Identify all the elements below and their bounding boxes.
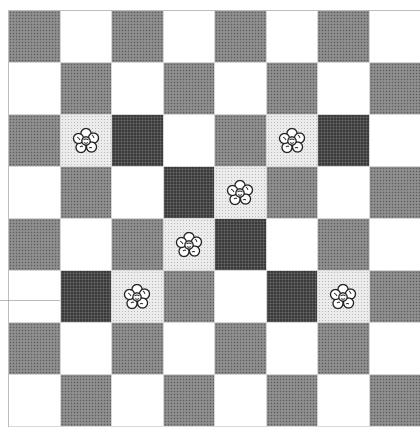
- board-square[interactable]: [112, 323, 164, 375]
- board-square[interactable]: [267, 323, 319, 375]
- board-square[interactable]: [215, 11, 267, 63]
- board-square[interactable]: [318, 167, 370, 219]
- board-square[interactable]: [370, 167, 420, 219]
- board-square[interactable]: [215, 115, 267, 167]
- board-square[interactable]: [9, 63, 61, 115]
- board-square[interactable]: [215, 271, 267, 323]
- board-square[interactable]: [9, 11, 61, 63]
- board-square[interactable]: [267, 271, 319, 323]
- game-board: [8, 10, 420, 427]
- board-square[interactable]: [370, 271, 420, 323]
- board-square[interactable]: [9, 323, 61, 375]
- board-square[interactable]: [112, 167, 164, 219]
- board-square[interactable]: [61, 115, 113, 167]
- flower-icon[interactable]: [174, 230, 204, 260]
- board-square[interactable]: [112, 271, 164, 323]
- board-square[interactable]: [215, 63, 267, 115]
- board-square[interactable]: [9, 219, 61, 271]
- board-square[interactable]: [164, 63, 216, 115]
- board-square[interactable]: [370, 323, 420, 375]
- board-square[interactable]: [9, 115, 61, 167]
- flower-icon[interactable]: [277, 126, 307, 156]
- board-square[interactable]: [61, 63, 113, 115]
- board-square[interactable]: [9, 271, 61, 323]
- board-square[interactable]: [370, 63, 420, 115]
- board-square[interactable]: [267, 63, 319, 115]
- board-square[interactable]: [318, 115, 370, 167]
- board-square[interactable]: [318, 375, 370, 427]
- board-square[interactable]: [318, 271, 370, 323]
- flower-icon[interactable]: [328, 282, 358, 312]
- board-square[interactable]: [164, 115, 216, 167]
- board-square[interactable]: [164, 271, 216, 323]
- board-square[interactable]: [112, 63, 164, 115]
- board-square[interactable]: [215, 167, 267, 219]
- board-square[interactable]: [370, 375, 420, 427]
- board-square[interactable]: [215, 219, 267, 271]
- board-square[interactable]: [61, 271, 113, 323]
- board-square[interactable]: [112, 115, 164, 167]
- board-square[interactable]: [164, 167, 216, 219]
- board-square[interactable]: [9, 167, 61, 219]
- board-square[interactable]: [164, 11, 216, 63]
- board-square[interactable]: [267, 11, 319, 63]
- board-square[interactable]: [267, 115, 319, 167]
- board-square[interactable]: [370, 11, 420, 63]
- board-square[interactable]: [164, 375, 216, 427]
- scan-mark: [0, 300, 60, 301]
- board-square[interactable]: [61, 11, 113, 63]
- board-square[interactable]: [215, 375, 267, 427]
- board-square[interactable]: [267, 375, 319, 427]
- board-square[interactable]: [9, 375, 61, 427]
- board-square[interactable]: [61, 375, 113, 427]
- board-square[interactable]: [318, 63, 370, 115]
- board-square[interactable]: [112, 219, 164, 271]
- board-square[interactable]: [164, 219, 216, 271]
- board-square[interactable]: [318, 11, 370, 63]
- board-square[interactable]: [61, 219, 113, 271]
- board-square[interactable]: [112, 11, 164, 63]
- flower-icon[interactable]: [71, 126, 101, 156]
- board-square[interactable]: [215, 323, 267, 375]
- board-square[interactable]: [370, 219, 420, 271]
- board-square[interactable]: [61, 323, 113, 375]
- board-square[interactable]: [267, 167, 319, 219]
- board-square[interactable]: [61, 167, 113, 219]
- board-square[interactable]: [164, 323, 216, 375]
- flower-icon[interactable]: [122, 282, 152, 312]
- board-square[interactable]: [370, 115, 420, 167]
- board-square[interactable]: [318, 323, 370, 375]
- flower-icon[interactable]: [225, 178, 255, 208]
- board-square[interactable]: [267, 219, 319, 271]
- board-square[interactable]: [318, 219, 370, 271]
- board-square[interactable]: [112, 375, 164, 427]
